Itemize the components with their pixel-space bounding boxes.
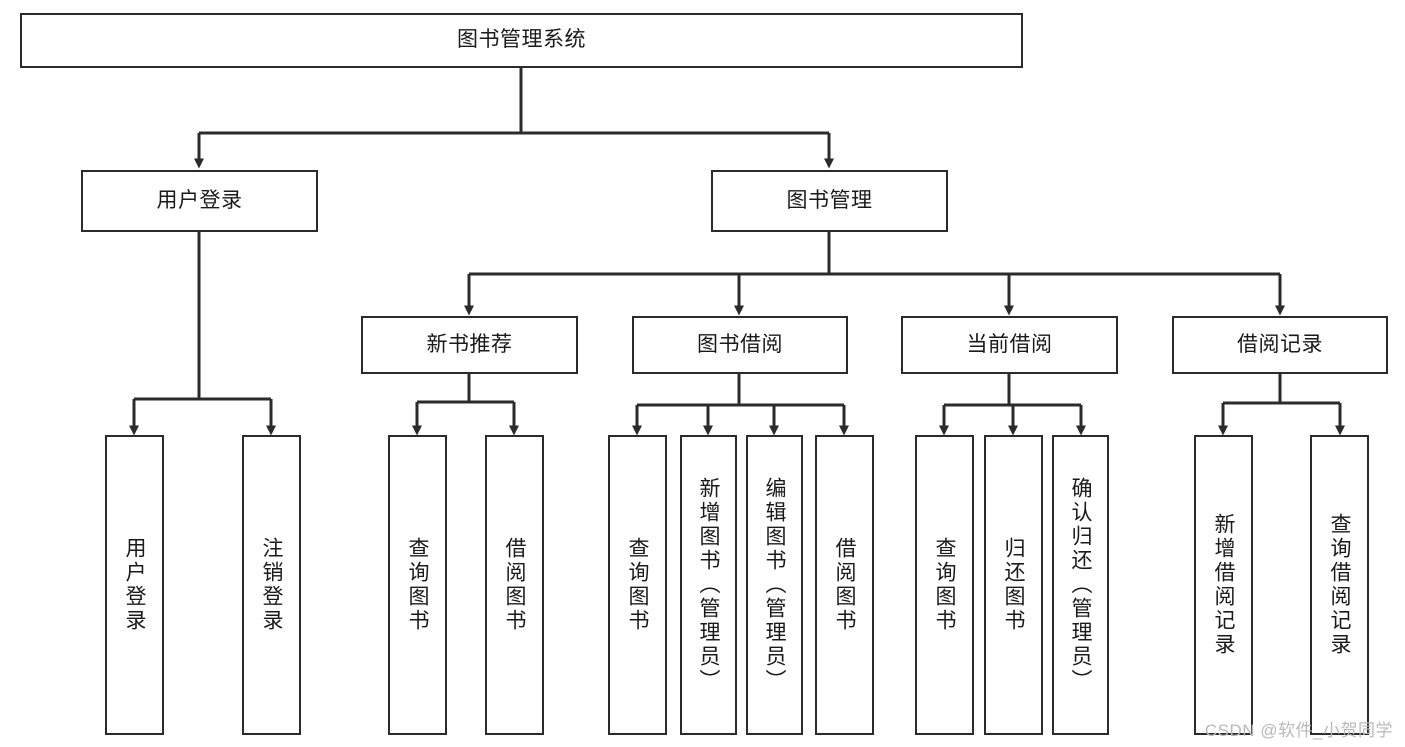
leaf-query-borrow-record[interactable]: 查询借阅记录	[1310, 435, 1369, 735]
leaf-query-book-recommend[interactable]: 查询图书	[388, 435, 447, 735]
node-book-borrow[interactable]: 图书借阅	[632, 316, 848, 374]
leaf-user-login-label: 用户登录	[123, 537, 146, 633]
leaf-logout-label: 注销登录	[260, 537, 283, 633]
leaf-query-book-borrow[interactable]: 查询图书	[608, 435, 667, 735]
node-root[interactable]: 图书管理系统	[20, 13, 1023, 68]
node-book-management-label: 图书管理	[786, 188, 873, 212]
leaf-query-book-current[interactable]: 查询图书	[915, 435, 974, 735]
leaf-borrow-book[interactable]: 借阅图书	[815, 435, 874, 735]
leaf-return-book[interactable]: 归还图书	[984, 435, 1043, 735]
leaf-add-book-admin-label: 新增图书（管理员）	[697, 477, 720, 693]
leaf-query-book-recommend-label: 查询图书	[406, 537, 429, 633]
node-new-book-recommend-label: 新书推荐	[426, 332, 513, 356]
leaf-borrow-book-recommend[interactable]: 借阅图书	[485, 435, 544, 735]
leaf-confirm-return-admin[interactable]: 确认归还（管理员）	[1052, 435, 1109, 735]
node-book-borrow-label: 图书借阅	[697, 332, 783, 356]
leaf-query-book-current-label: 查询图书	[933, 537, 956, 633]
leaf-edit-book-admin[interactable]: 编辑图书（管理员）	[746, 435, 803, 735]
leaf-borrow-book-recommend-label: 借阅图书	[503, 537, 526, 633]
node-current-borrow-label: 当前借阅	[966, 332, 1053, 356]
leaf-confirm-return-admin-label: 确认归还（管理员）	[1069, 477, 1092, 693]
node-user-login[interactable]: 用户登录	[81, 170, 318, 232]
node-borrow-record-label: 借阅记录	[1237, 332, 1323, 356]
leaf-add-book-admin[interactable]: 新增图书（管理员）	[680, 435, 737, 735]
watermark-text: CSDN @软件_小贺同学	[1204, 721, 1393, 740]
leaf-return-book-label: 归还图书	[1002, 537, 1025, 633]
leaf-edit-book-admin-label: 编辑图书（管理员）	[763, 477, 786, 693]
node-user-login-label: 用户登录	[156, 188, 243, 212]
node-new-book-recommend[interactable]: 新书推荐	[361, 316, 578, 374]
leaf-add-borrow-record[interactable]: 新增借阅记录	[1194, 435, 1253, 735]
node-current-borrow[interactable]: 当前借阅	[901, 316, 1118, 374]
leaf-user-login[interactable]: 用户登录	[105, 435, 164, 735]
leaf-add-borrow-record-label: 新增借阅记录	[1212, 513, 1235, 657]
leaf-logout[interactable]: 注销登录	[242, 435, 301, 735]
node-book-management[interactable]: 图书管理	[711, 170, 948, 232]
node-root-label: 图书管理系统	[457, 28, 586, 52]
leaf-query-book-borrow-label: 查询图书	[626, 537, 649, 633]
leaf-borrow-book-label: 借阅图书	[833, 537, 856, 633]
leaf-query-borrow-record-label: 查询借阅记录	[1328, 513, 1351, 657]
node-borrow-record[interactable]: 借阅记录	[1172, 316, 1388, 374]
